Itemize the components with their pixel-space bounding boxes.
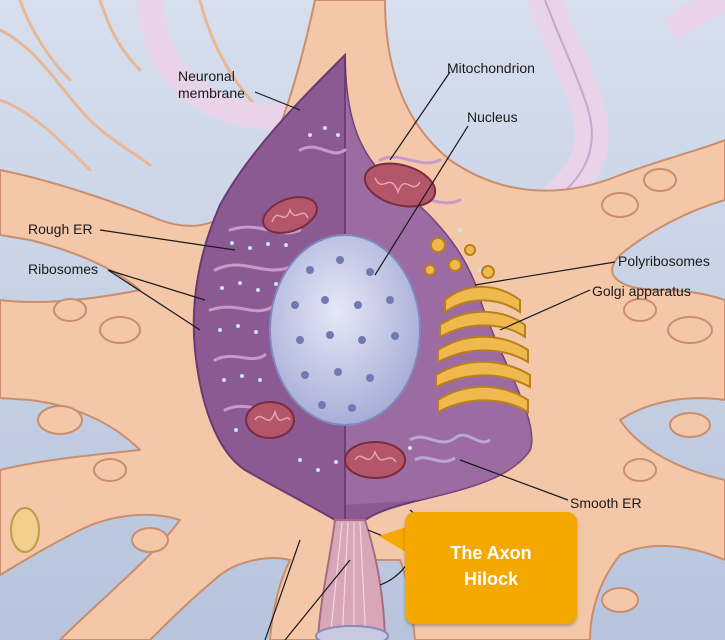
label-neuronal-membrane: Neuronal membrane [178, 68, 245, 101]
axon-hillock-callout: The Axon Hilock [379, 512, 577, 624]
rough-er [208, 145, 462, 412]
leader-lines [99, 71, 616, 640]
label-ribosomes: Ribosomes [28, 261, 99, 277]
label-golgi-apparatus: Golgi apparatus [592, 283, 691, 299]
callout-line-1: The Axon [450, 543, 532, 563]
golgi [424, 237, 531, 414]
callout-text: The Axon Hilock [405, 540, 577, 592]
dendrite-tips [10, 168, 713, 613]
label-mitochondrion: Mitochondrion [447, 60, 535, 76]
mitochondria-cristae [254, 177, 421, 463]
label-rough-er: Rough ER [28, 221, 93, 237]
label-smooth-er: Smooth ER [570, 495, 642, 511]
callout-pointer [379, 526, 409, 554]
smooth-er [409, 433, 491, 463]
label-nucleus: Nucleus [467, 109, 518, 125]
callout-box [405, 512, 577, 624]
mitochondria [245, 162, 437, 479]
nucleus [269, 234, 421, 426]
axon-hillock [315, 519, 389, 640]
callout-line-2: Hilock [463, 569, 519, 589]
label-polyribosomes: Polyribosomes [618, 253, 710, 269]
